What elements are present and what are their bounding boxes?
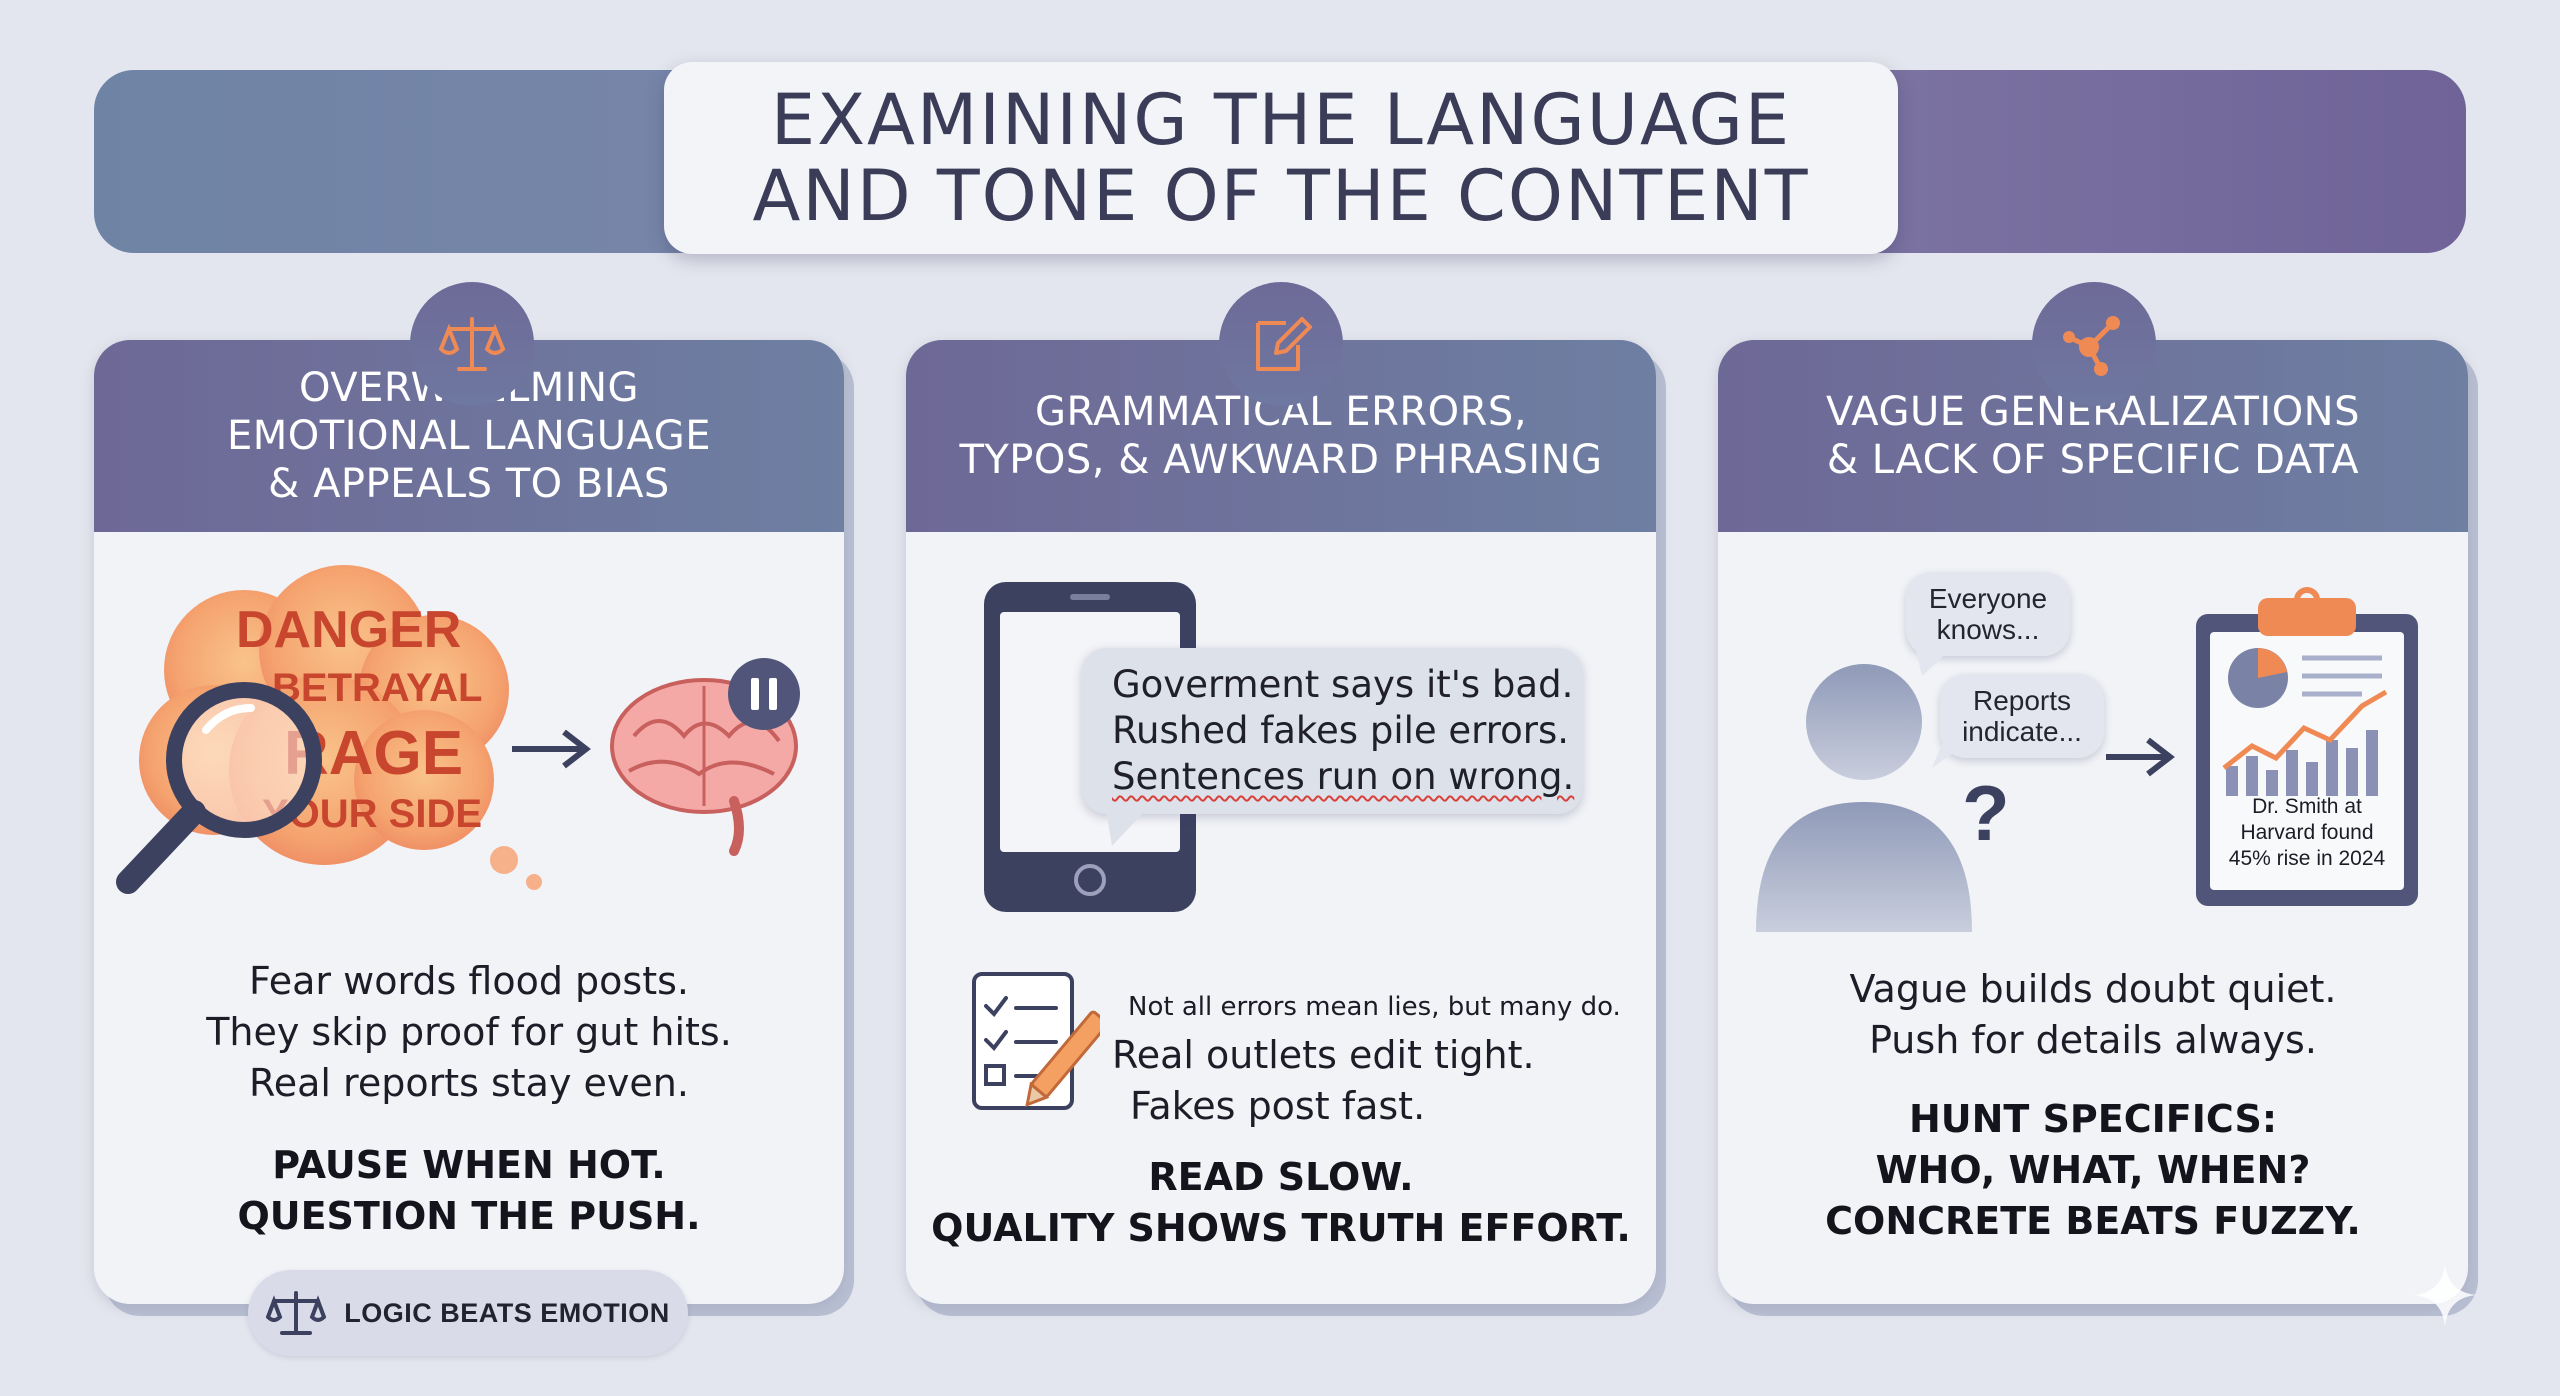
bubble-line: Goverment says it's bad. bbox=[1112, 663, 1574, 706]
heading-line: & LACK OF SPECIFIC DATA bbox=[1826, 437, 2360, 483]
speech-bubble-everyone: Everyone knows... bbox=[1906, 572, 2070, 656]
checklist-pencil-icon bbox=[972, 972, 1100, 1110]
body-line: Real reports stay even. bbox=[249, 1061, 689, 1105]
caption-text: Not all errors mean lies, but many do. bbox=[1128, 992, 1621, 1022]
heading-line: TYPOS, & AWKWARD PHRASING bbox=[959, 437, 1603, 483]
speech-line: Everyone bbox=[1928, 583, 2048, 614]
body-line: Push for details always. bbox=[1869, 1018, 2317, 1062]
body-line: Vague builds doubt quiet. bbox=[1849, 967, 2337, 1011]
heading-line: EMOTIONAL LANGUAGE bbox=[227, 413, 711, 459]
page-title: EXAMINING THE LANGUAGE AND TONE OF THE C… bbox=[664, 62, 1898, 254]
magnifier-icon bbox=[116, 682, 322, 894]
bubble-line: Sentences run on wrong. bbox=[1112, 755, 1575, 798]
logic-beats-emotion-pill: LOGIC BEATS EMOTION bbox=[248, 1270, 688, 1356]
card-grammatical-errors: GRAMMATICAL ERRORS, TYPOS, & AWKWARD PHR… bbox=[906, 340, 1656, 1304]
error-text-bubble: Goverment says it's bad. Rushed fakes pi… bbox=[1082, 648, 1582, 814]
bubble-line: Rushed fakes pile errors. bbox=[1112, 709, 1570, 752]
scales-icon bbox=[438, 317, 506, 371]
title-line-1: EXAMINING THE LANGUAGE bbox=[770, 79, 1792, 161]
finding-line: 45% rise in 2024 bbox=[2228, 847, 2386, 870]
sparkle-icon bbox=[2414, 1264, 2476, 1326]
body-line: Fear words flood posts. bbox=[248, 959, 689, 1003]
card-heading: OVERWHELMING EMOTIONAL LANGUAGE & APPEAL… bbox=[94, 340, 844, 532]
title-line-2: AND TONE OF THE CONTENT bbox=[752, 155, 1810, 237]
heading-line: & APPEALS TO BIAS bbox=[268, 461, 670, 507]
takeaway-line: PAUSE WHEN HOT. bbox=[272, 1143, 666, 1187]
takeaway-line: WHO, WHAT, WHEN? bbox=[1875, 1148, 2311, 1192]
edit-document-icon bbox=[1256, 317, 1312, 371]
takeaway-line: CONCRETE BEATS FUZZY. bbox=[1825, 1199, 2361, 1243]
card-emotional-language: OVERWHELMING EMOTIONAL LANGUAGE & APPEAL… bbox=[94, 340, 844, 1304]
takeaway-line: QUALITY SHOWS TRUTH EFFORT. bbox=[931, 1206, 1631, 1250]
network-icon bbox=[2063, 316, 2120, 376]
card-badge bbox=[2032, 282, 2156, 406]
arrow-right-icon bbox=[2106, 737, 2175, 777]
speech-line: knows... bbox=[1936, 614, 2040, 645]
body-line: Fakes post fast. bbox=[1130, 1084, 1426, 1128]
card-badge bbox=[410, 282, 534, 406]
clipboard-report-icon bbox=[2196, 587, 2418, 906]
clipboard-finding: Dr. Smith at Harvard found 45% rise in 2… bbox=[2210, 794, 2404, 872]
takeaway-line: HUNT SPECIFICS: bbox=[1908, 1097, 2278, 1141]
finding-line: Dr. Smith at bbox=[2252, 795, 2362, 818]
speech-line: indicate... bbox=[1962, 716, 2082, 747]
arrow-right-icon bbox=[512, 729, 591, 769]
card-vague-generalizations: VAGUE GENERALIZATIONS & LACK OF SPECIFIC… bbox=[1718, 340, 2468, 1304]
body-line: Real outlets edit tight. bbox=[1112, 1033, 1535, 1077]
cloud-word-betrayal: BETRAYAL bbox=[272, 666, 483, 710]
finding-line: Harvard found bbox=[2240, 821, 2374, 844]
question-mark: ? bbox=[1962, 769, 2010, 857]
speech-bubble-reports: Reports indicate... bbox=[1940, 674, 2104, 758]
pill-label: LOGIC BEATS EMOTION bbox=[344, 1297, 670, 1328]
cloud-word-danger: DANGER bbox=[236, 601, 462, 659]
speech-tail bbox=[1916, 650, 1950, 676]
speech-line: Reports bbox=[1972, 685, 2072, 716]
speech-tail bbox=[1932, 744, 1966, 768]
takeaway-line: QUESTION THE PUSH. bbox=[237, 1194, 701, 1238]
pause-icon bbox=[728, 658, 800, 730]
person-silhouette-icon bbox=[1756, 664, 1972, 932]
card-badge bbox=[1219, 282, 1343, 406]
scales-icon bbox=[266, 1291, 327, 1335]
takeaway-line: READ SLOW. bbox=[1148, 1155, 1414, 1199]
body-line: They skip proof for gut hits. bbox=[206, 1010, 732, 1054]
bubble-tail bbox=[1106, 810, 1146, 846]
